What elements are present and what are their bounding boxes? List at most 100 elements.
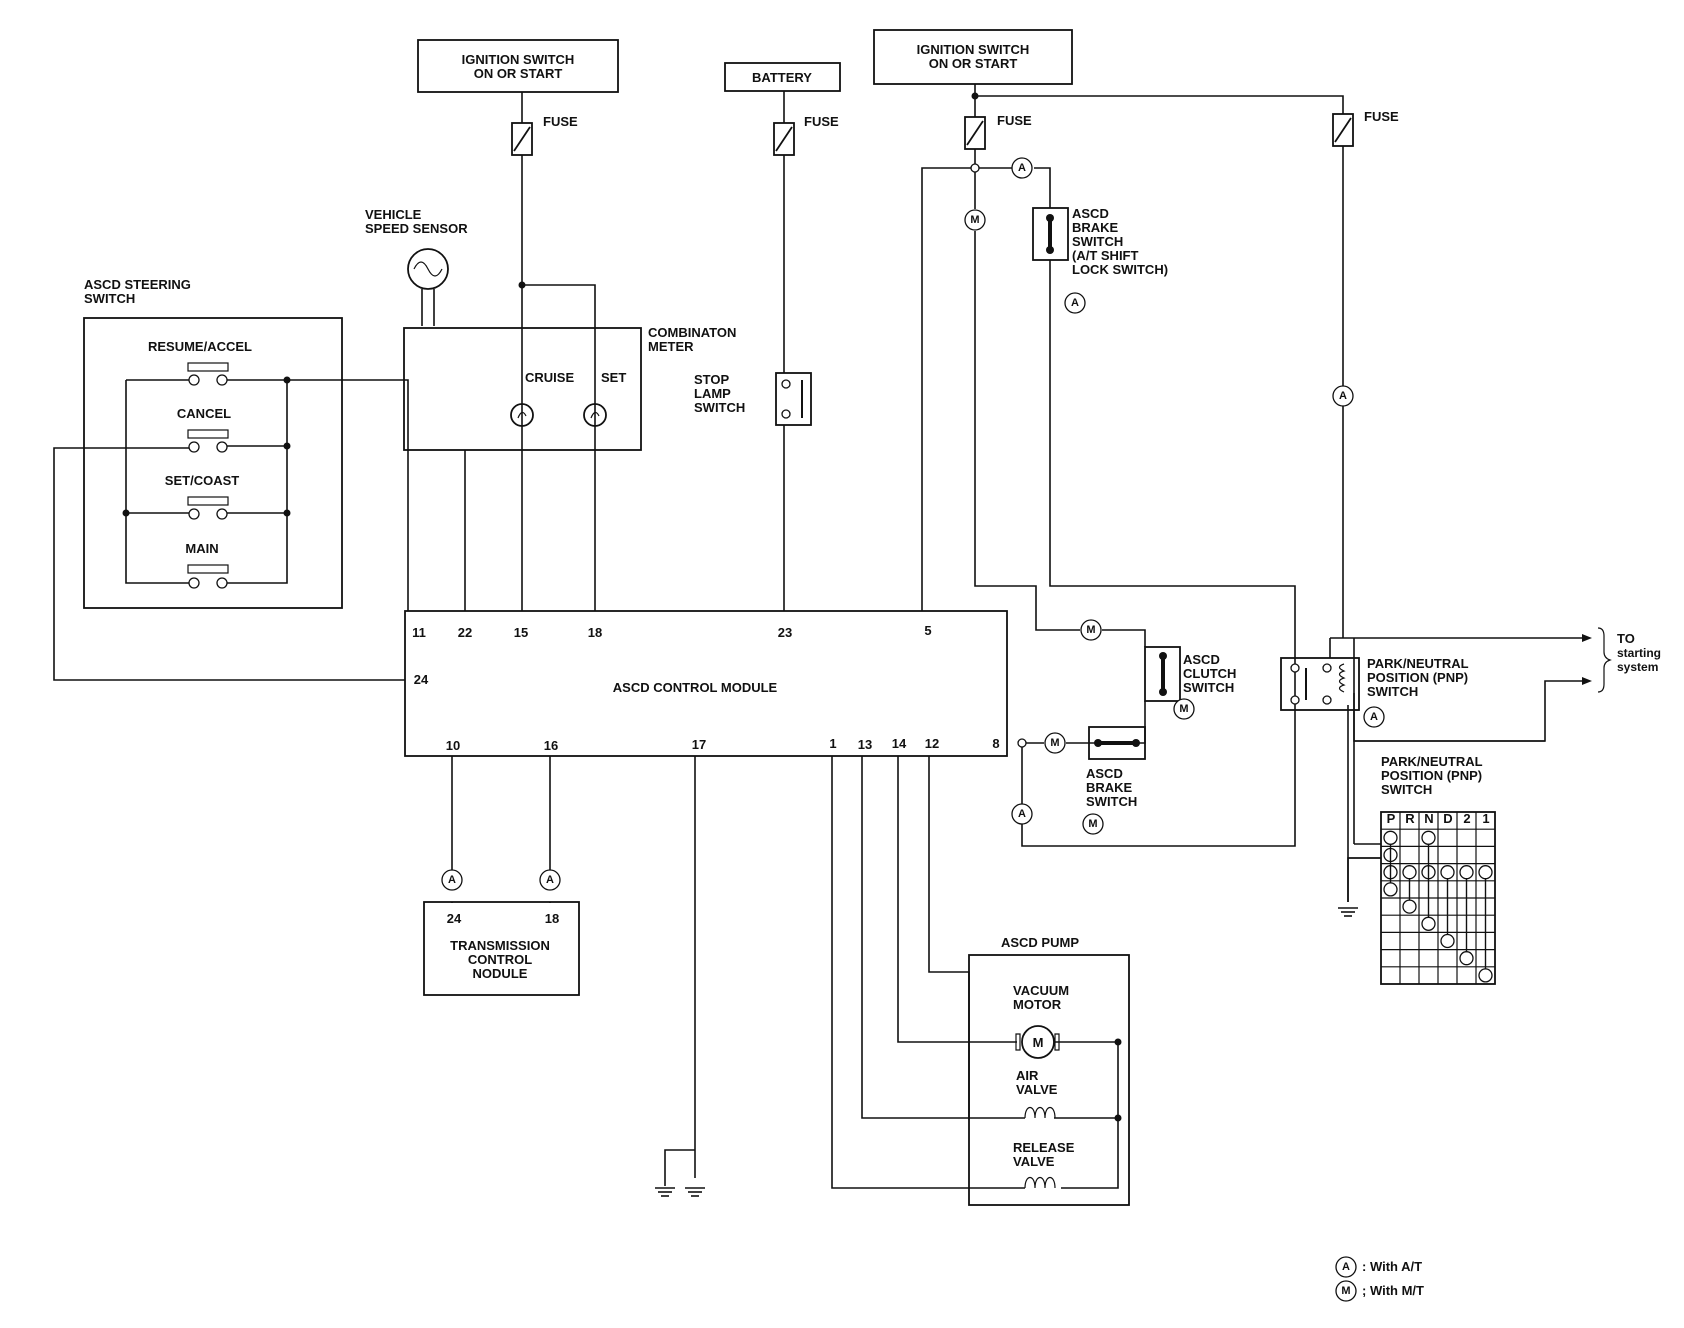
- set-lamp-icon: [583, 403, 607, 427]
- legend-at-symbol: A: [1335, 1256, 1357, 1278]
- pnp-continuity-mark: [1440, 865, 1455, 880]
- stop-lamp-label-3: SWITCH: [694, 400, 745, 415]
- switch-resume-accel: RESUME/ACCEL: [148, 339, 252, 386]
- brake-at-label-5: LOCK SWITCH): [1072, 262, 1168, 277]
- pnp-label-2: POSITION (PNP): [1367, 670, 1468, 685]
- switch-set-coast: SET/COAST: [165, 473, 239, 520]
- marker-at-1: A: [1011, 157, 1033, 179]
- brake-mt-label-2: BRAKE: [1086, 780, 1133, 795]
- combination-meter: COMBINATON METER CRUISE SET: [403, 325, 736, 451]
- marker-mt-4-text: M: [1050, 737, 1059, 749]
- marker-at-5-text: A: [1018, 808, 1026, 820]
- tcm-label-3: NODULE: [473, 966, 528, 981]
- brake-at-label-3: SWITCH: [1072, 234, 1123, 249]
- marker-at-4-text: A: [1370, 711, 1378, 723]
- pnp-continuity-mark: [1383, 882, 1398, 897]
- pin-24: 24: [414, 672, 429, 687]
- brake-at-label-2: BRAKE: [1072, 220, 1119, 235]
- pnp-switch-table: PARK/NEUTRAL POSITION (PNP) SWITCH P R N…: [1380, 754, 1496, 985]
- ascd-pump: ASCD PUMP VACUUM MOTOR M AIR VALVE RELEA…: [968, 935, 1130, 1206]
- ascd-brake-switch-mt: ASCD BRAKE SWITCH: [1086, 726, 1146, 809]
- vehicle-speed-sensor: VEHICLE SPEED SENSOR: [365, 207, 468, 326]
- marker-mt-2-text: M: [1086, 624, 1095, 636]
- pin-22: 22: [458, 625, 472, 640]
- vss-label-2: SPEED SENSOR: [365, 221, 468, 236]
- arrow-right-icon: [1582, 677, 1592, 685]
- pin-13: 13: [858, 737, 872, 752]
- tcm-pin-18: 18: [545, 911, 559, 926]
- fuse-1: FUSE: [511, 114, 578, 156]
- option-markers: A M A A M M A M A M A A: [441, 157, 1385, 891]
- battery-label: BATTERY: [752, 70, 812, 85]
- sine-wave-icon: [413, 261, 443, 277]
- pnp-grid: [1380, 811, 1496, 985]
- legend-mt-text: ; With M/T: [1362, 1283, 1424, 1298]
- pnp-continuity-mark: [1478, 865, 1493, 880]
- stop-lamp-switch: STOP LAMP SWITCH: [694, 372, 812, 426]
- marker-at-4: A: [1363, 706, 1385, 728]
- vacuum-motor-label-1: VACUUM: [1013, 983, 1069, 998]
- pin-11: 11: [412, 625, 426, 640]
- pnp-continuity-mark: [1478, 968, 1493, 983]
- pnp-header-2: 2: [1463, 811, 1470, 826]
- ascd-control-module: ASCD CONTROL MODULE 11 22 15 18 23 5 24 …: [404, 610, 1008, 757]
- marker-mt-1-text: M: [970, 214, 979, 226]
- switch-cancel: CANCEL: [177, 406, 231, 453]
- marker-at-2: A: [1064, 292, 1086, 314]
- pnp-label-3: SWITCH: [1367, 684, 1418, 699]
- fuse-3-label: FUSE: [997, 113, 1032, 128]
- vacuum-motor-label-2: MOTOR: [1013, 997, 1062, 1012]
- ground-symbols: [654, 907, 1359, 1197]
- clutch-label-2: CLUTCH: [1183, 666, 1236, 681]
- wires: [53, 84, 1582, 1189]
- pnp-continuity-mark: [1459, 865, 1474, 880]
- marker-at-6-text: A: [448, 874, 456, 886]
- pin-10: 10: [446, 738, 460, 753]
- pin-5: 5: [924, 623, 931, 638]
- ascd-brake-switch-at: ASCD BRAKE SWITCH (A/T SHIFT LOCK SWITCH…: [1032, 206, 1168, 277]
- fuse-4-label: FUSE: [1364, 109, 1399, 124]
- arrow-right-icon: [1582, 634, 1592, 642]
- fuse-2: FUSE: [773, 114, 839, 156]
- pnp-table-title-1: PARK/NEUTRAL: [1381, 754, 1483, 769]
- release-valve-label-2: VALVE: [1013, 1154, 1055, 1169]
- marker-at-1-text: A: [1018, 162, 1026, 174]
- ignition-switch-1-label: IGNITION SWITCH: [462, 52, 575, 67]
- pin-14: 14: [892, 736, 907, 751]
- ascd-steering-switch: ASCD STEERING SWITCH RESUME/ACCEL CANCEL…: [83, 277, 374, 609]
- pnp-switch: PARK/NEUTRAL POSITION (PNP) SWITCH: [1280, 638, 1469, 711]
- marker-mt-3-text: M: [1179, 703, 1188, 715]
- marker-mt-2: M: [1080, 619, 1102, 641]
- relay-coil-icon: [1338, 663, 1346, 693]
- clutch-label-1: ASCD: [1183, 652, 1220, 667]
- steering-title-2: SWITCH: [84, 291, 135, 306]
- air-valve-coil-icon: [1024, 1106, 1056, 1119]
- cruise-label: CRUISE: [525, 370, 574, 385]
- battery-box: BATTERY: [724, 62, 841, 92]
- legend-at-text: : With A/T: [1362, 1259, 1422, 1274]
- resume-accel-label: RESUME/ACCEL: [148, 339, 252, 354]
- marker-at-3: A: [1332, 385, 1354, 407]
- switch-main: MAIN: [185, 541, 229, 589]
- brake-mt-label-1: ASCD: [1086, 766, 1123, 781]
- meter-label-2: METER: [648, 339, 694, 354]
- pin-18: 18: [588, 625, 602, 640]
- stop-lamp-label-1: STOP: [694, 372, 729, 387]
- pnp-continuity-mark: [1383, 830, 1398, 845]
- cancel-label: CANCEL: [177, 406, 231, 421]
- ignition-switch-2-label-2: ON OR START: [929, 56, 1018, 71]
- junction-dots: [122, 92, 1122, 1122]
- pin-12: 12: [925, 736, 939, 751]
- tcm-label-1: TRANSMISSION: [450, 938, 550, 953]
- pnp-header-d: D: [1443, 811, 1452, 826]
- pnp-ground-wire: [1347, 857, 1381, 902]
- vss-label-1: VEHICLE: [365, 207, 422, 222]
- starting-label-2: starting: [1617, 646, 1661, 660]
- air-valve-label-2: VALVE: [1016, 1082, 1058, 1097]
- meter-label-1: COMBINATON: [648, 325, 736, 340]
- legend-mt-symbol-text: M: [1341, 1285, 1350, 1297]
- pnp-continuity-mark: [1402, 865, 1417, 880]
- module-label: ASCD CONTROL MODULE: [613, 680, 778, 695]
- marker-mt-5-text: M: [1088, 818, 1097, 830]
